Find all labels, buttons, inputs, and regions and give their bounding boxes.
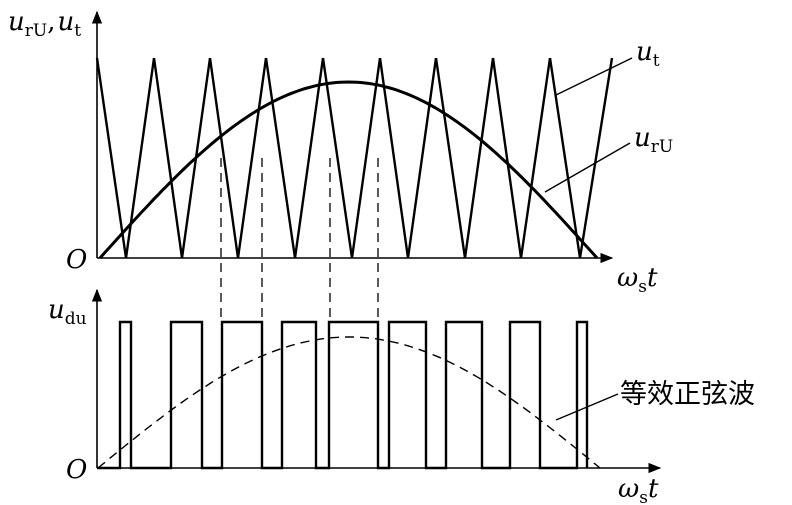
- carrier-segment: [124, 57, 156, 259]
- bottom-x-label: ωst: [618, 474, 659, 505]
- bottom-origin-label: O: [66, 455, 87, 485]
- projection-dashed-lines: [220, 158, 379, 322]
- carrier-segment: [208, 57, 240, 259]
- reference-label: urU: [634, 123, 673, 157]
- carrier-segment: [95, 57, 128, 259]
- carrier-segment: [236, 57, 268, 259]
- top-plot: [91, 10, 633, 322]
- carrier-segment: [434, 57, 467, 259]
- bottom-y-label: udu: [48, 295, 87, 329]
- top-x-label: ωst: [617, 263, 658, 297]
- equivalent-sine-label: 等效正弦波: [620, 379, 755, 410]
- bottom-plot: [91, 288, 662, 474]
- carrier-leader-line: [555, 57, 633, 96]
- carrier-segment: [519, 57, 552, 259]
- carrier-label: ut: [636, 37, 660, 71]
- equivalent-sine-leader-line: [555, 393, 619, 421]
- carrier-segment: [293, 57, 325, 259]
- carrier-segment: [152, 57, 184, 259]
- carrier-segment: [378, 57, 410, 259]
- carrier-segment: [264, 57, 297, 259]
- spwm-pulse-train: [97, 320, 589, 470]
- carrier-segment: [491, 57, 523, 259]
- reference-sine-wave: [98, 80, 599, 259]
- carrier-segment: [350, 57, 382, 259]
- carrier-segment: [578, 57, 614, 259]
- equivalent-sine-dashed: [97, 336, 601, 469]
- carrier-triangle-wave: [95, 57, 614, 259]
- carrier-segment: [548, 57, 582, 259]
- carrier-segment: [463, 57, 495, 259]
- carrier-segment: [406, 57, 438, 259]
- reference-leader-line: [544, 142, 631, 193]
- carrier-segment: [321, 57, 354, 259]
- top-y-label: urU,ut: [8, 7, 81, 41]
- top-origin-label: O: [66, 245, 87, 275]
